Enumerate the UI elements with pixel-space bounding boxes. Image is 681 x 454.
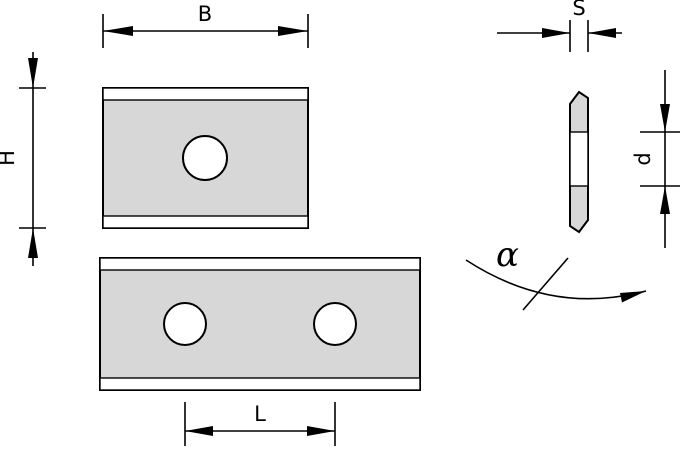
top-bevel-strip: [102, 87, 309, 101]
bevel-angle-label: α: [496, 235, 519, 275]
arrowhead-right-icon: [278, 26, 308, 36]
arrowhead-icon: [620, 291, 646, 303]
arrowhead-up-icon: [28, 228, 38, 258]
height-label: H: [0, 150, 19, 166]
dimension-width: B: [102, 2, 309, 48]
hole-section-band: [569, 131, 589, 187]
angle-arc: [465, 259, 647, 300]
arrowhead-left-icon: [103, 26, 133, 36]
dimension-thickness: S: [497, 0, 622, 52]
mounting-hole: [182, 135, 228, 181]
arrowhead-right-icon: [307, 426, 335, 436]
width-label: B: [198, 2, 212, 26]
insert-body: [99, 257, 421, 391]
mounting-hole-left: [163, 302, 207, 346]
insert-front-view-long: [99, 257, 421, 391]
arrowhead-right-icon: [542, 28, 570, 38]
dimension-height: H: [0, 52, 46, 266]
insert-front-view: [102, 87, 309, 229]
arrowhead-down-icon: [28, 58, 38, 88]
dimension-hole-diameter: d: [631, 70, 680, 248]
angle-reference-tick: [522, 257, 569, 311]
arrowhead-down-icon: [660, 104, 670, 132]
arrowhead-left-icon: [185, 426, 213, 436]
top-bevel-strip: [99, 257, 421, 271]
hole-diameter-label: d: [631, 152, 655, 165]
bottom-bevel-strip: [99, 377, 421, 391]
bottom-bevel-strip: [102, 215, 309, 229]
mounting-hole-right: [313, 302, 357, 346]
dimension-hole-spacing: L: [184, 402, 336, 446]
arrowhead-up-icon: [660, 186, 670, 214]
dimension-bevel-angle: α: [465, 235, 647, 311]
hole-spacing-label: L: [254, 402, 266, 426]
thickness-label: S: [572, 0, 585, 20]
insert-side-view: [569, 90, 589, 234]
arrowhead-left-icon: [588, 28, 616, 38]
